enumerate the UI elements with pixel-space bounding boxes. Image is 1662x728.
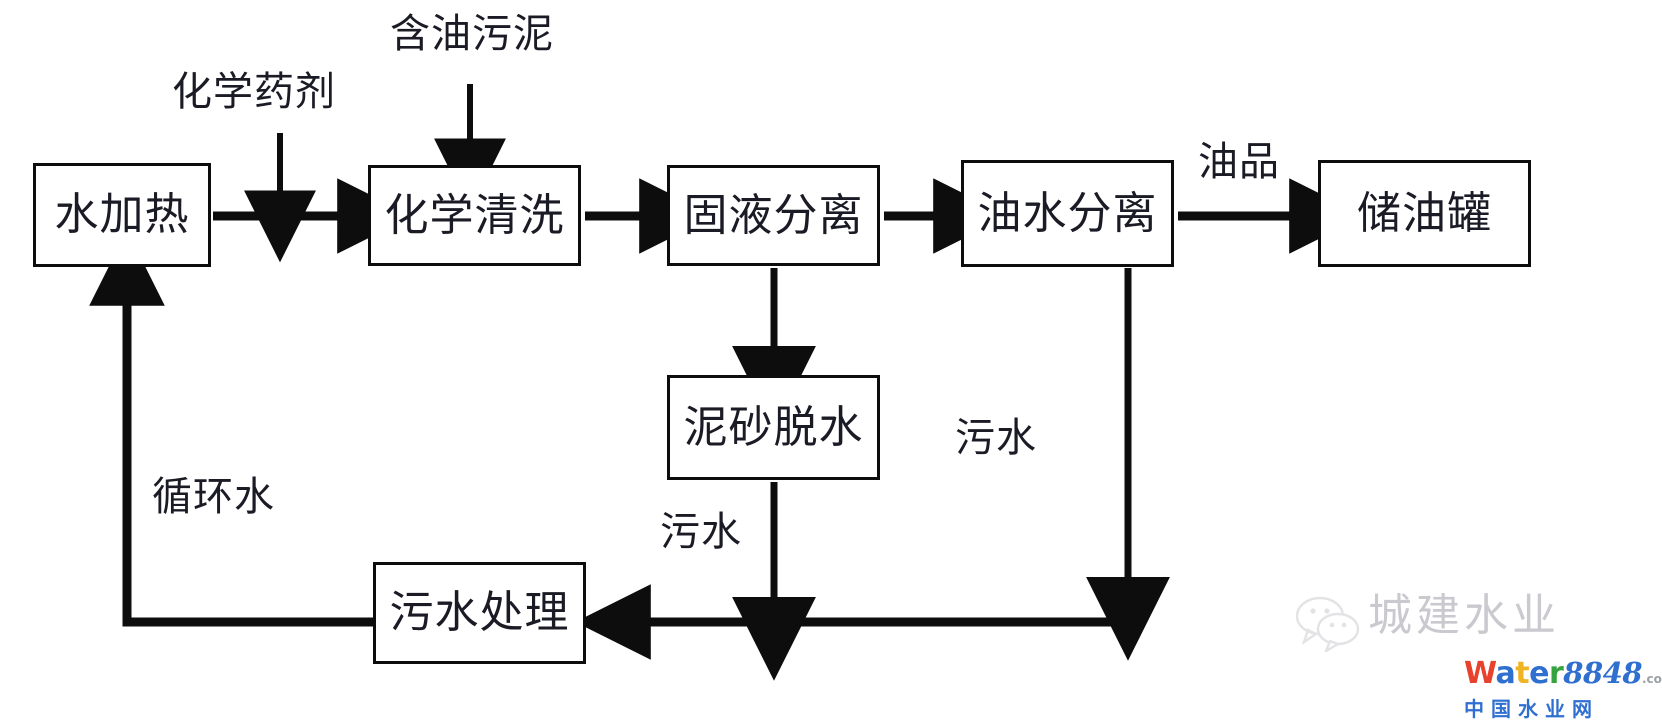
node-chemical-washing[interactable]: 化学清洗 xyxy=(368,165,581,266)
logo-letter-e: e xyxy=(1529,656,1549,691)
edge-label-wastewater-from-sludge: 污水 xyxy=(660,509,742,554)
watermark: 城建水业 Water8848.com 中国水业网 xyxy=(1294,586,1662,724)
wechat-icon xyxy=(1295,596,1360,652)
arrow-wastewater-to-water-heating-recycle xyxy=(89,230,373,627)
node-label-sludge-dewatering: 泥砂脱水 xyxy=(683,402,864,452)
node-label-oil-storage-tank: 储油罐 xyxy=(1357,188,1492,238)
watermark-logo-wordmark: Water8848.com xyxy=(1464,656,1662,691)
node-label-oil-water-separation: 油水分离 xyxy=(977,188,1158,238)
node-label-solid-liquid-separation: 固液分离 xyxy=(683,190,864,240)
logo-letter-w: W xyxy=(1464,656,1496,691)
node-oil-storage-tank[interactable]: 储油罐 xyxy=(1318,160,1531,267)
node-oil-water-separation[interactable]: 油水分离 xyxy=(961,160,1174,267)
watermark-logo: Water8848.com 中国水业网 xyxy=(1464,656,1662,722)
node-wastewater-treatment[interactable]: 污水处理 xyxy=(373,562,586,664)
node-sludge-dewatering[interactable]: 泥砂脱水 xyxy=(667,375,880,480)
logo-letter-a: a xyxy=(1495,656,1516,691)
node-water-heating[interactable]: 水加热 xyxy=(33,163,211,267)
node-label-water-heating: 水加热 xyxy=(54,190,190,239)
node-label-wastewater-treatment: 污水处理 xyxy=(389,588,570,637)
logo-number: 8848 xyxy=(1563,656,1642,690)
logo-tld: .com xyxy=(1642,672,1662,686)
logo-letter-t: t xyxy=(1515,656,1530,691)
logo-letter-r: r xyxy=(1548,656,1564,691)
watermark-account-name: 城建水业 xyxy=(1368,591,1560,640)
edge-label-recycled-water: 循环水 xyxy=(152,474,275,519)
edge-label-oil-product: 油品 xyxy=(1198,139,1280,184)
edge-label-oily-sludge: 含油污泥 xyxy=(390,11,554,56)
watermark-logo-subtitle: 中国水业网 xyxy=(1464,697,1599,721)
edge-label-wastewater-from-oil-water: 污水 xyxy=(955,415,1037,460)
node-label-chemical-washing: 化学清洗 xyxy=(384,190,565,240)
node-solid-liquid-separation[interactable]: 固液分离 xyxy=(667,165,880,266)
edge-label-chemical-agent: 化学药剂 xyxy=(172,69,336,114)
